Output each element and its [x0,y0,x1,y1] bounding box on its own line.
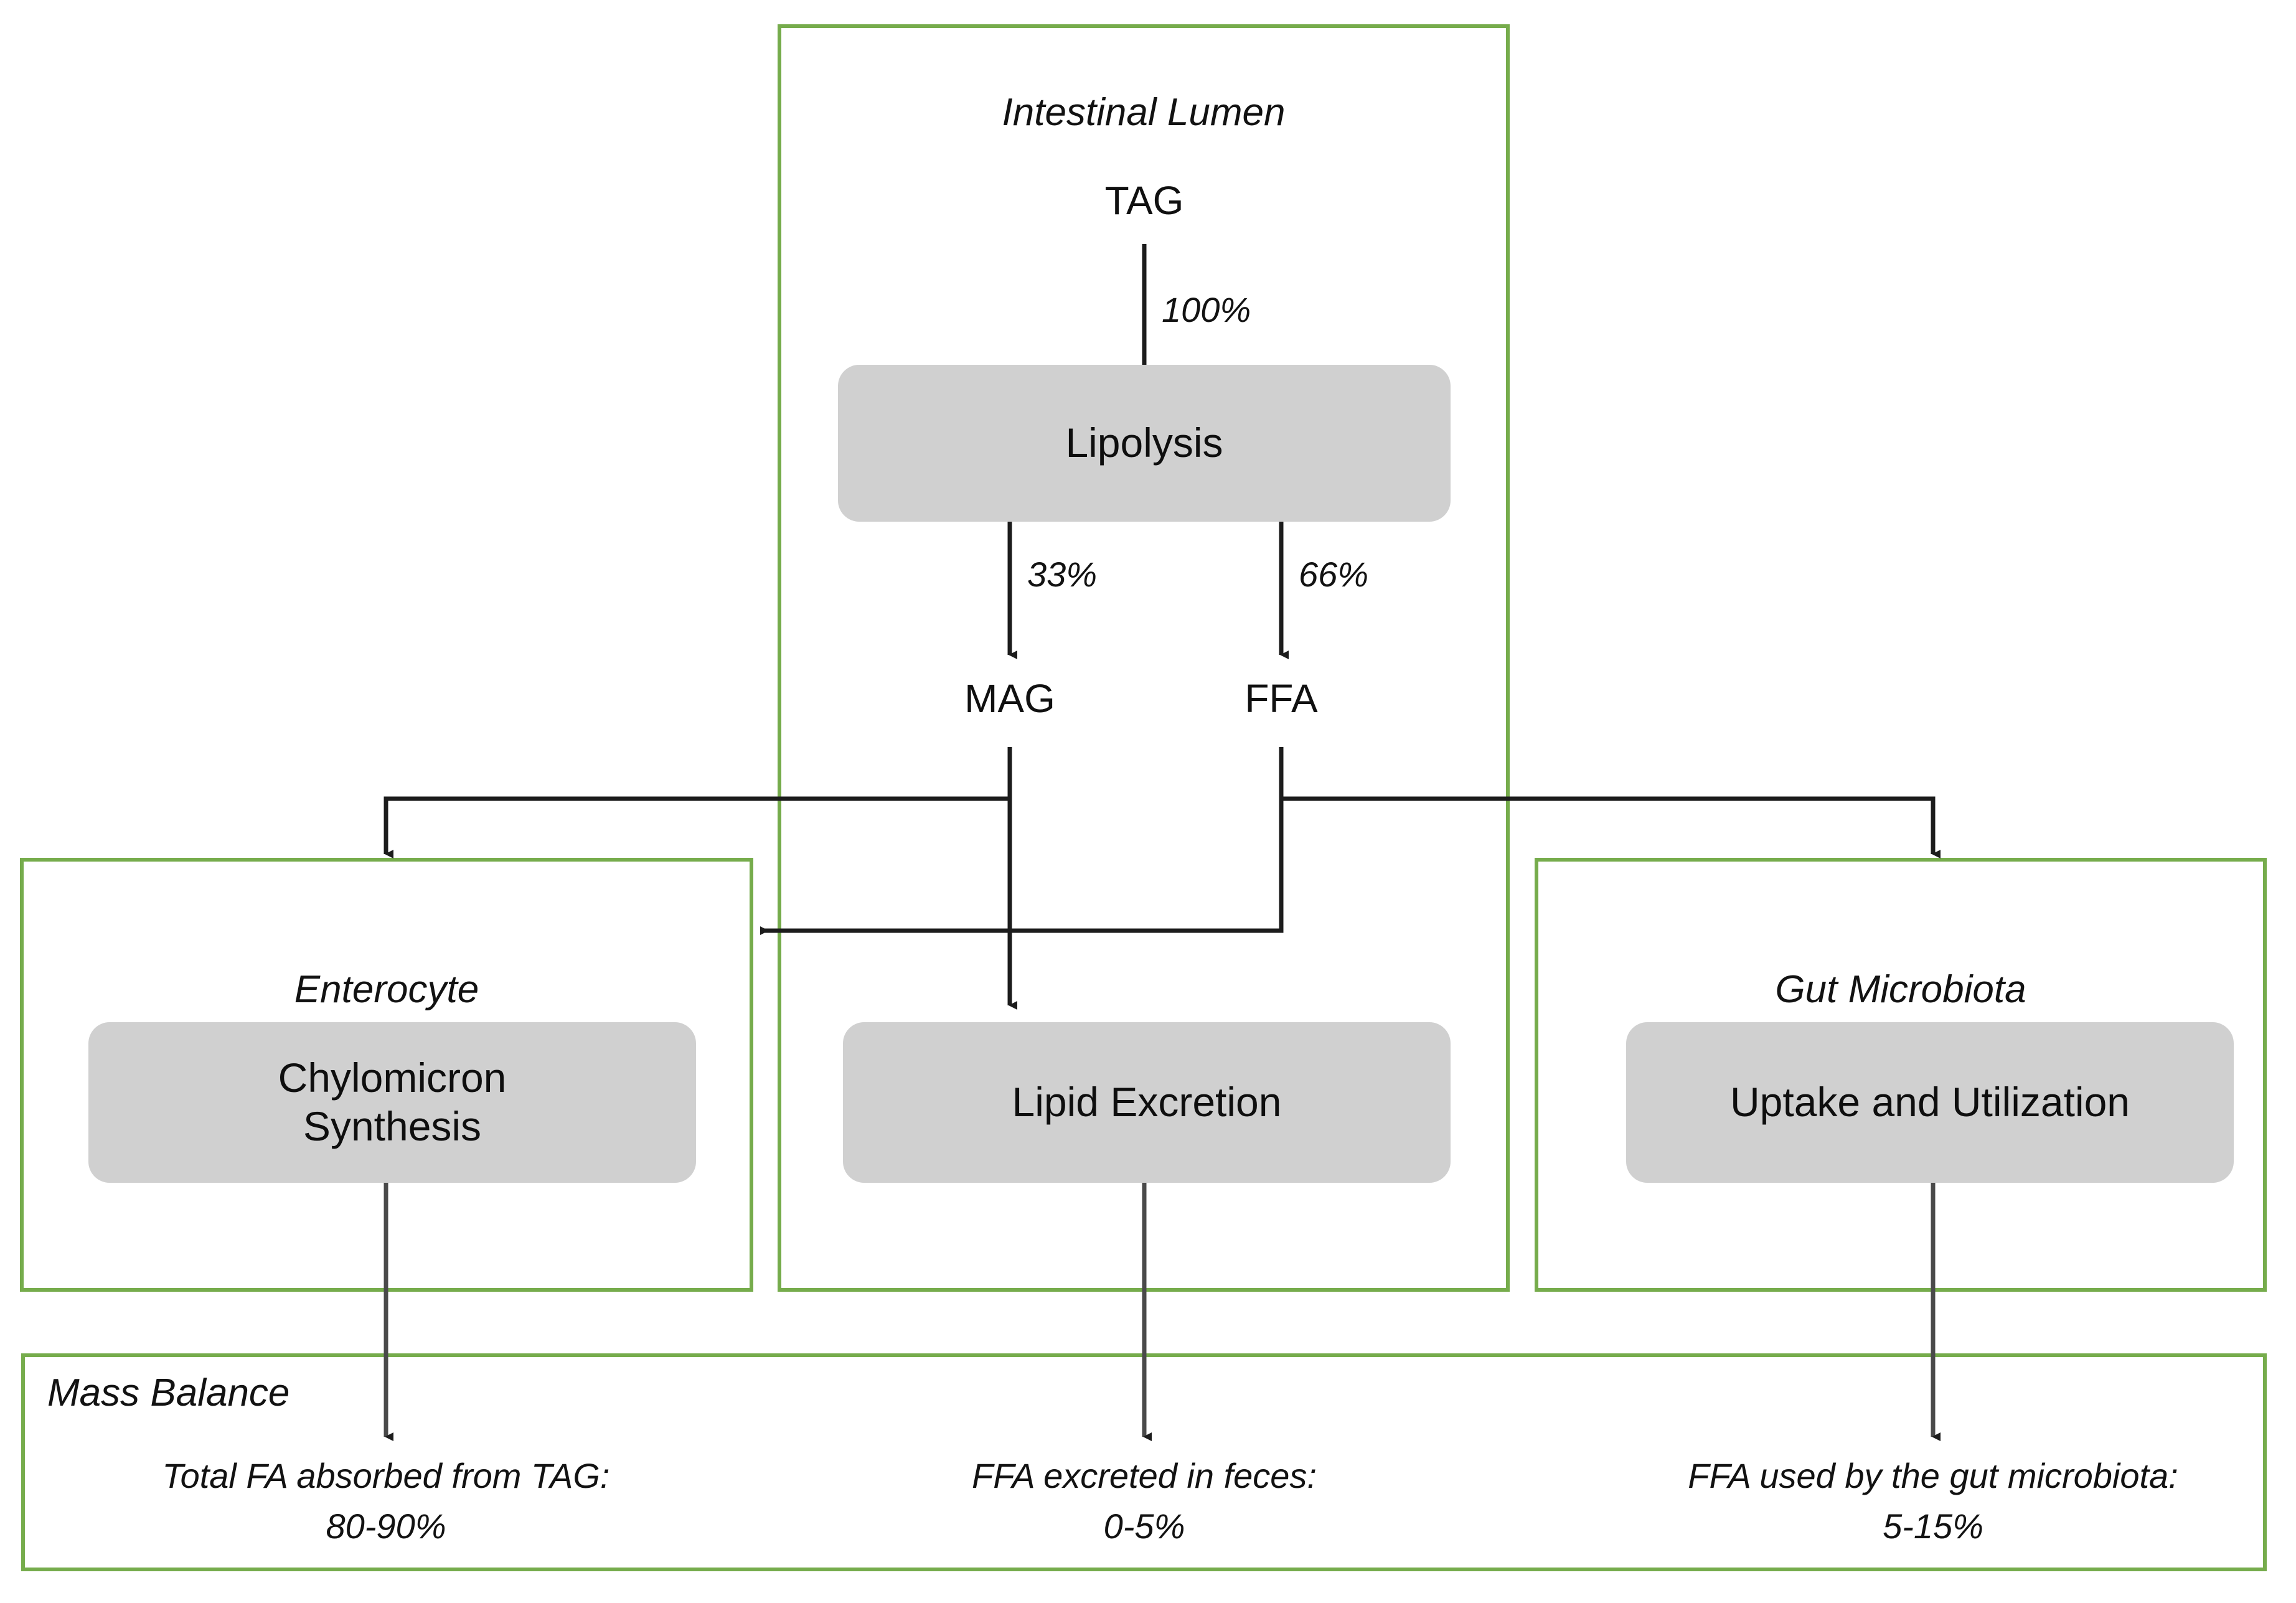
mass-balance-entry: FFA excreted in feces: 0-5% [833,1450,1456,1551]
mass-balance-entry: FFA used by the gut microbiota: 5-15% [1622,1450,2244,1551]
process-node-chylomicron-synthesis-label-line1: Chylomicron [278,1055,507,1101]
process-node-uptake-and-utilization-label: Uptake and Utilization [1729,1079,2130,1126]
mass-balance-entry: Total FA absorbed from TAG: 80-90% [75,1450,697,1551]
compartment-enterocyte-title: Enterocyte [294,968,479,1011]
mass-balance-entry-value: 80-90% [326,1507,446,1546]
flux-label-lipolysis-to-mag: 33% [1027,555,1098,594]
process-node-lipid-excretion-label: Lipid Excretion [1012,1079,1282,1126]
metabolite-tag: TAG [1104,178,1184,223]
process-node-chylomicron-synthesis[interactable]: Chylomicron Synthesis [88,1022,696,1183]
compartment-mass-balance-title: Mass Balance [47,1371,290,1414]
process-node-lipolysis-label: Lipolysis [1065,420,1223,466]
process-node-chylomicron-synthesis-label-line2: Synthesis [303,1103,482,1149]
mass-balance-entry-label: Total FA absorbed from TAG: [162,1456,610,1495]
mass-balance-entry-value: 5-15% [1883,1507,1983,1546]
mass-balance-entry-label: FFA excreted in feces: [972,1456,1317,1495]
metabolite-ffa: FFA [1244,676,1318,721]
metabolite-mag: MAG [964,676,1055,721]
process-node-uptake-and-utilization[interactable]: Uptake and Utilization [1626,1022,2234,1183]
flux-label-lipolysis-to-ffa: 66% [1299,555,1369,594]
mass-balance-entry-value: 0-5% [1103,1507,1185,1546]
flux-label-tag-to-lipolysis: 100% [1162,290,1251,329]
mass-balance-entry-label: FFA used by the gut microbiota: [1688,1456,2178,1495]
compartment-gut-microbiota-title: Gut Microbiota [1775,968,2026,1011]
compartment-gut-microbiota: Gut Microbiota [1535,858,2267,1292]
process-node-lipolysis[interactable]: Lipolysis [838,365,1451,522]
compartment-intestinal-lumen-title: Intestinal Lumen [1002,91,1286,134]
process-node-lipid-excretion[interactable]: Lipid Excretion [843,1022,1451,1183]
